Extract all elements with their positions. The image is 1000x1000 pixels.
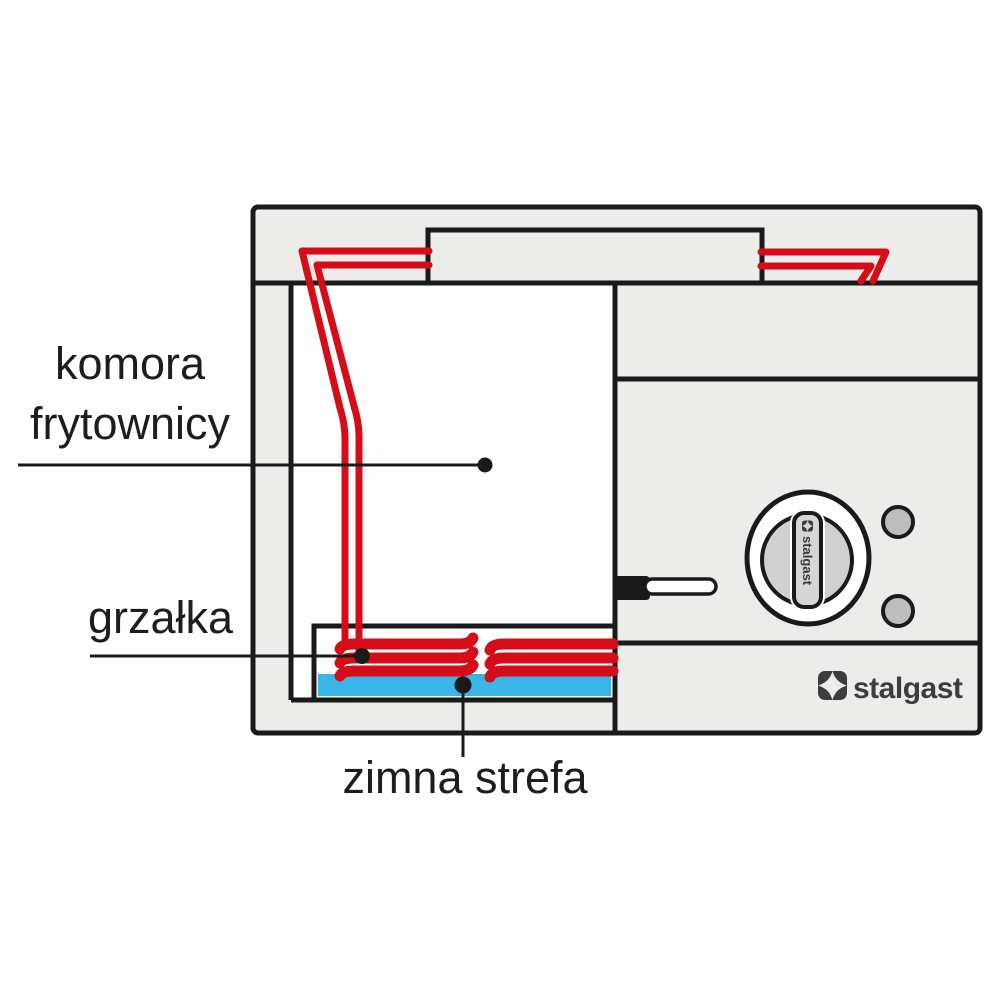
leader-lines — [18, 463, 485, 757]
indicator-light-top — [881, 505, 915, 539]
knob-brand-text: stalgast — [800, 536, 815, 586]
stalgast-logo-icon — [818, 671, 847, 700]
chamber-leader-dot — [477, 457, 493, 473]
knob-stalgast-icon — [801, 520, 814, 532]
chamber-label: komora frytownicy — [18, 334, 242, 454]
stalgast-logo-text: stalgast — [853, 672, 963, 705]
cold-zone-label: zimna strefa — [342, 752, 588, 803]
knob-grip — [792, 511, 823, 609]
control-knob: stalgast — [744, 489, 872, 627]
heater-enclosure — [311, 623, 613, 698]
cold-zone-leader-dot — [454, 676, 472, 694]
lever-base — [613, 576, 650, 600]
chamber-label-line2: frytownicy — [29, 398, 231, 449]
lid-handle-box — [425, 227, 765, 286]
indicator-light-bottom — [881, 594, 915, 628]
lever-pin — [643, 577, 718, 596]
chamber-label-line1: komora — [54, 338, 206, 389]
heater-leader-dot — [354, 648, 370, 664]
brand-logo: stalgast — [818, 671, 963, 705]
heater-label: grzałka — [88, 592, 234, 643]
heating-tube — [298, 247, 890, 654]
indicator-lights — [881, 505, 915, 628]
thermostat-lever — [613, 576, 718, 600]
leader-dots — [354, 457, 493, 694]
